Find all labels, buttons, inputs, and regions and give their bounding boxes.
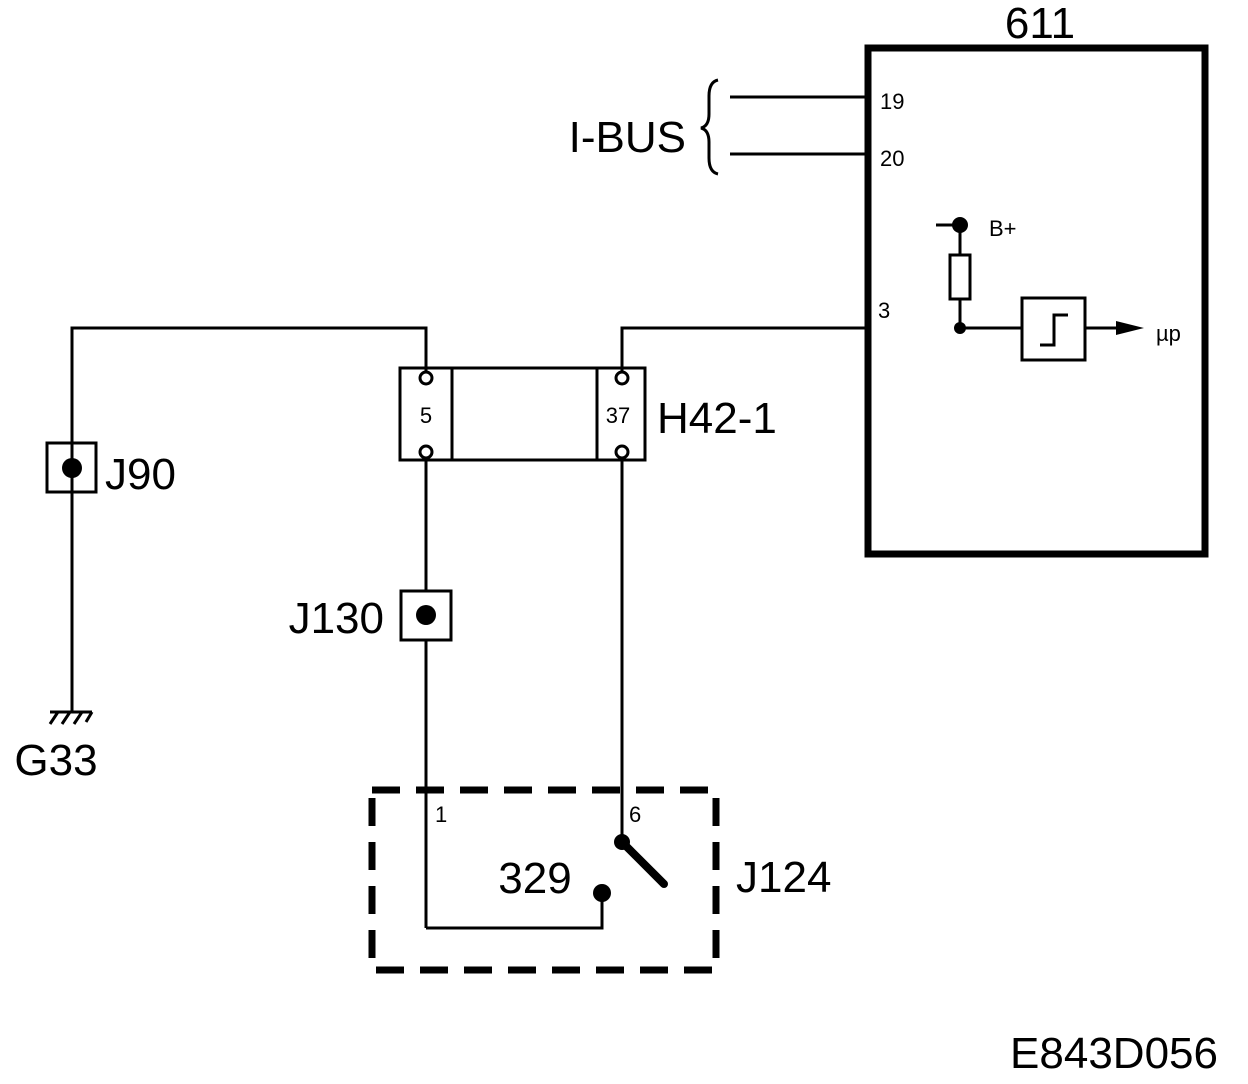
pin-hole-icon (418, 444, 434, 460)
switch-pin-6-label: 6 (629, 802, 641, 827)
switch-contact-icon (593, 884, 611, 902)
pin-hole-icon (614, 444, 630, 460)
i-bus: I-BUS (569, 78, 868, 176)
wire-ground-to-h42-5 (70, 326, 428, 578)
pin-hole-icon (614, 370, 630, 386)
pin-20-label: 20 (880, 146, 904, 171)
pin-hole-icon (418, 370, 434, 386)
pin-19-label: 19 (880, 89, 904, 114)
switch-329: J124 1 6 329 (368, 786, 831, 974)
wire-h42-37-to-pin-3 (620, 326, 868, 377)
ground-g33: G33 (14, 710, 98, 785)
switch-label: 329 (498, 854, 571, 903)
joint-j90: J90 (45, 441, 176, 499)
connector-pin-37-label: 37 (606, 403, 630, 428)
j130-label: J130 (289, 594, 384, 643)
ground-icon (48, 710, 94, 725)
diagram-id: E843D056 (1010, 1029, 1218, 1078)
j90-label: J90 (105, 450, 176, 499)
j124-label: J124 (736, 853, 831, 902)
i-bus-label: I-BUS (569, 113, 686, 162)
ground-label: G33 (14, 736, 97, 785)
switch-pin-1-label: 1 (435, 802, 447, 827)
bus-brace-icon (700, 78, 719, 176)
pin-3-label: 3 (878, 298, 890, 323)
control-unit-611: 611 19 20 3 (864, 0, 1209, 558)
connector-pin-5-label: 5 (420, 403, 432, 428)
schmitt-step-icon (1040, 313, 1068, 347)
input-circuit: B+ µp (936, 216, 1181, 362)
wire-switch-internal (426, 894, 604, 930)
connector-label: H42-1 (657, 394, 777, 443)
wires (70, 326, 868, 930)
supply-label: B+ (989, 216, 1017, 241)
joint-j130: J130 (289, 589, 453, 643)
output-label: µp (1156, 321, 1181, 346)
connector-h42-1: 5 37 H42-1 (398, 366, 777, 462)
splice-icon (416, 605, 436, 625)
control-unit-label: 611 (1005, 0, 1075, 48)
switch-lever-icon (618, 838, 668, 888)
pull-up-resistor-icon (948, 253, 972, 301)
output-arrow-icon (1116, 321, 1144, 335)
splice-icon (62, 458, 82, 478)
